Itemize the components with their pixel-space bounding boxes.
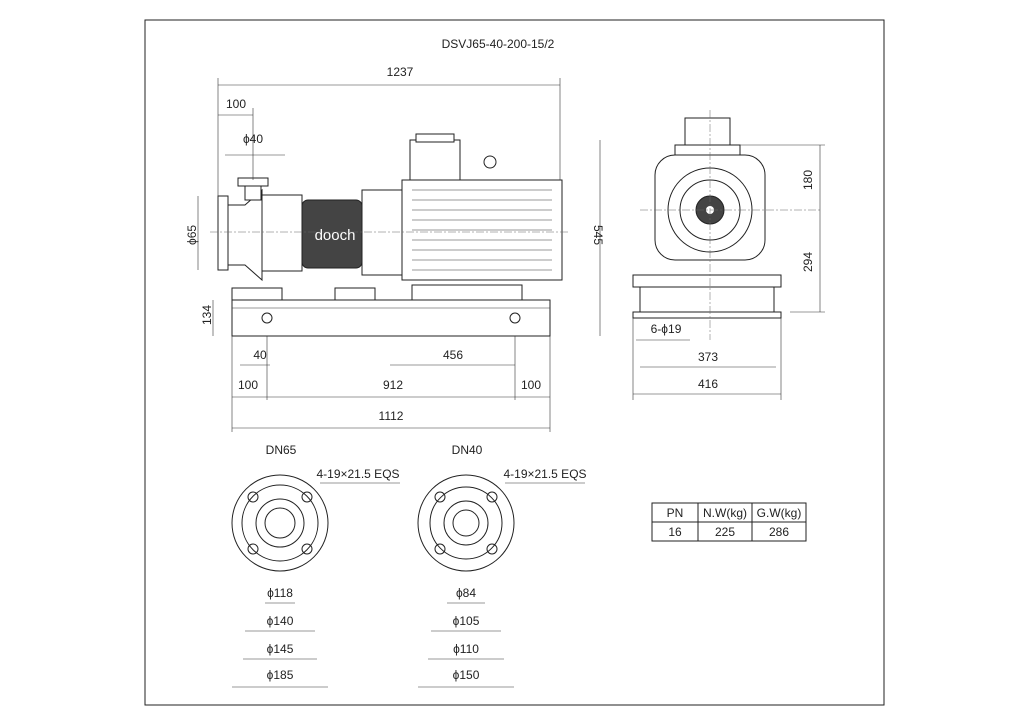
drawing-line <box>244 185 262 201</box>
dim-456: 456 <box>443 348 463 362</box>
drawing-line <box>231 474 329 572</box>
drawing-line <box>411 284 523 301</box>
pump-casing <box>227 188 263 282</box>
weight-table: PN N.W(kg) G.W(kg) 16 225 286 <box>651 502 807 542</box>
drawing-border <box>144 19 885 706</box>
terminal-box <box>409 139 461 181</box>
drawing-line <box>241 484 319 562</box>
dim-dia: ϕ140 <box>267 614 294 628</box>
dim-dia: ϕ110 <box>453 642 479 656</box>
dim-overall-length: 1237 <box>387 65 414 79</box>
drawing-line <box>197 78 601 432</box>
drawing-line <box>632 144 825 400</box>
drawing-line <box>418 602 514 688</box>
drawing-line <box>255 498 305 548</box>
drawing-line <box>443 500 489 546</box>
table-header: G.W(kg) <box>757 506 802 520</box>
drawing-line <box>632 311 782 319</box>
flange-holes: 4-19×21.5 EQS <box>316 467 399 481</box>
flange-holes: 4-19×21.5 EQS <box>503 467 586 481</box>
table-header: N.W(kg) <box>703 506 747 520</box>
table-cell: 16 <box>668 525 682 539</box>
drawing-line <box>264 507 296 539</box>
dim-suction-dia: ϕ65 <box>185 225 199 245</box>
drawing-line <box>632 274 782 288</box>
dim-40: 40 <box>253 348 267 362</box>
flange-dn65: DN65 4-19×21.5 EQS ϕ118 ϕ140 ϕ145 ϕ185 <box>231 443 400 688</box>
drawing-title: DSVJ65-40-200-15/2 <box>442 37 555 51</box>
drawing-line <box>452 509 480 537</box>
drawing-line <box>247 543 259 555</box>
drawing-line <box>231 287 283 301</box>
flange-name: DN40 <box>452 443 483 457</box>
drawing-line <box>301 543 313 555</box>
dim-total-height: 545 <box>591 225 605 245</box>
dim-base-length: 1112 <box>379 409 404 423</box>
flange-name: DN65 <box>266 443 297 457</box>
coupling-guard <box>361 189 403 276</box>
dim-shaft-height: 294 <box>801 252 815 272</box>
drawing-line <box>412 189 552 271</box>
dim-right-100: 100 <box>521 378 541 392</box>
table-cell: 286 <box>769 525 789 539</box>
dim-dia: ϕ118 <box>267 586 293 600</box>
drawing-line <box>639 286 775 313</box>
drawing-line <box>232 602 328 688</box>
discharge-port <box>684 117 731 146</box>
dim-base-height: 134 <box>200 305 214 325</box>
dim-dia: ϕ185 <box>267 668 294 682</box>
dim-upper-height: 180 <box>801 170 815 190</box>
table-cell: 225 <box>715 525 735 539</box>
table-header: PN <box>667 506 684 520</box>
front-view: dooch 1237 100 ϕ <box>185 65 605 432</box>
drawing-line <box>434 491 446 503</box>
dim-bolt-span: 912 <box>383 378 403 392</box>
dim-inner-width: 373 <box>698 350 718 364</box>
dim-suction-offset: 100 <box>226 97 246 111</box>
dim-holes: 6-ϕ19 <box>651 322 682 336</box>
drawing-line <box>434 543 446 555</box>
dim-base-width: 416 <box>698 377 718 391</box>
dim-dia: ϕ105 <box>453 614 480 628</box>
dim-discharge-dia: ϕ40 <box>243 132 263 146</box>
drawing-line <box>247 491 259 503</box>
side-view: 180 294 6-ϕ19 373 416 <box>632 110 825 400</box>
flange-dn40: DN40 4-19×21.5 EQS ϕ84 ϕ105 ϕ110 ϕ150 <box>417 443 587 688</box>
dim-dia: ϕ150 <box>453 668 480 682</box>
dim-left-100: 100 <box>238 378 258 392</box>
drawing-line <box>261 194 303 272</box>
drawing-line <box>429 486 503 560</box>
anchor-hole <box>509 312 521 324</box>
lifting-eye <box>483 155 497 169</box>
drawing-line <box>486 491 498 503</box>
suction-flange <box>217 195 229 271</box>
drawing-line <box>301 491 313 503</box>
drawing-line <box>334 287 376 301</box>
logo: dooch <box>315 227 356 244</box>
dim-dia: ϕ84 <box>456 586 476 600</box>
anchor-hole <box>261 312 273 324</box>
drawing-line <box>417 474 515 572</box>
dim-dia: ϕ145 <box>267 642 294 656</box>
base-frame <box>231 299 551 337</box>
drawing-line <box>486 543 498 555</box>
drawing-line <box>415 133 455 143</box>
